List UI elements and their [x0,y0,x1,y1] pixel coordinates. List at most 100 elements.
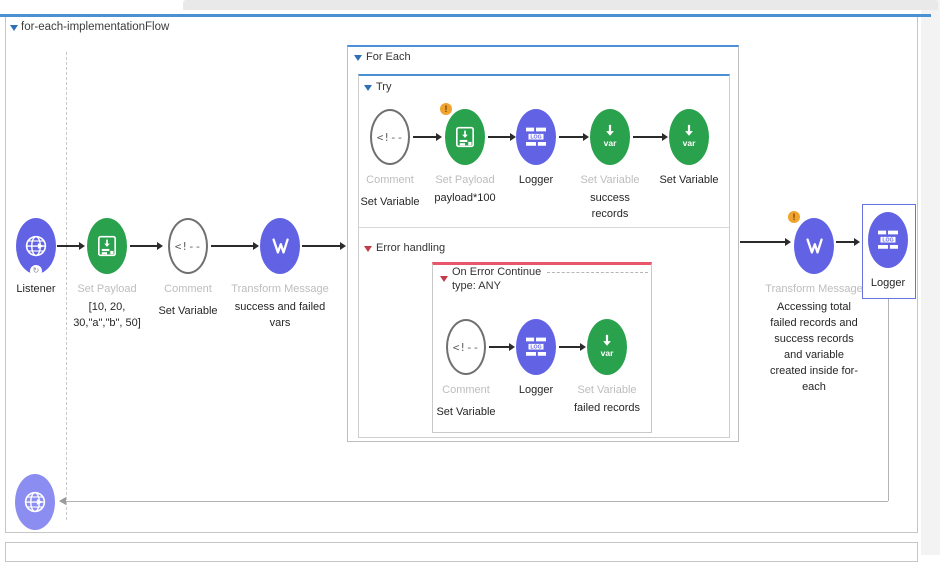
set-variable-icon: var [587,319,627,375]
node-desc-line6: each [802,381,826,393]
flow-arrow [57,242,85,249]
flow-arrow [559,133,589,140]
node-desc-line3: success records [774,333,854,345]
for-each-collapse-icon[interactable] [354,55,362,61]
flow-arrow [130,242,163,249]
response-path-arrowhead-icon [59,497,66,505]
http-listener-icon: ↻ [16,218,56,277]
node-name-line2: records [591,208,629,220]
flow-arrow [836,238,860,245]
node-label: Set Variable [577,384,637,396]
transform-message-node[interactable]: Transform Message success and failed var… [230,218,330,331]
flow-arrow [211,242,259,249]
node-label: Logger [518,384,554,396]
set-variable-icon: var [669,109,709,165]
error-handling-title: Error handling [376,242,446,254]
comment-icon: <!-- [446,319,486,375]
node-label: Logger [870,277,906,289]
listener-response-icon: ↻ [30,265,42,277]
error-comment-node[interactable]: <!-- Comment Set Variable [421,319,511,420]
node-label: Logger [518,174,554,186]
svg-text:var: var [604,138,617,148]
try-set-variable-success-node[interactable]: var Set Variable success records [565,109,655,222]
node-name: Set Variable [158,305,218,317]
node-value-line1: [10, 20, [88,301,126,313]
node-label: Set Variable [580,174,640,186]
output-transform-message-node[interactable]: Transform Message Accessing total failed… [764,218,864,395]
on-error-header-dashes [547,272,648,273]
node-desc-line4: and variable [784,349,844,361]
node-desc-line5: created inside for- [769,365,859,377]
node-label: Comment [164,283,212,295]
logger-icon: LOG [516,319,556,375]
flow-arrow [740,238,791,245]
response-listener-node[interactable] [0,474,80,530]
node-label: Listener [16,283,56,295]
svg-text:LOG: LOG [530,135,541,141]
node-desc-line2: vars [269,317,291,329]
for-each-title: For Each [366,51,411,63]
set-payload-node[interactable]: Set Payload [10, 20, 30,"a","b", 50] [62,218,152,331]
node-name: Set Variable [436,406,496,418]
flow-container-accent [0,14,931,17]
flow-arrow [559,343,586,350]
next-flow-container[interactable] [5,542,918,562]
try-collapse-icon[interactable] [364,85,372,91]
svg-text:var: var [683,138,696,148]
flow-arrow [302,242,346,249]
try-title: Try [376,81,392,93]
try-set-payload-node[interactable]: Set Payload payload*100 [420,109,510,206]
logger-icon: LOG [868,212,908,268]
flow-title[interactable]: for-each-implementationFlow [21,21,170,33]
node-label: Transform Message [231,283,329,295]
warning-badge-icon: ! [440,103,452,115]
try-comment-node[interactable]: <!-- Comment Set Variable [345,109,435,210]
node-label: Set Variable [659,174,719,186]
source-process-divider [66,52,67,520]
try-set-variable-node[interactable]: var Set Variable [644,109,734,188]
top-scrollbar[interactable] [183,0,938,10]
set-payload-icon [445,109,485,165]
try-error-divider [359,227,729,228]
comment-node[interactable]: <!-- Comment Set Variable [143,218,233,319]
try-logger-node[interactable]: LOG Logger [491,109,581,188]
http-listener-response-icon [15,474,55,530]
flow-arrow [488,133,516,140]
node-label: Comment [366,174,414,186]
flow-arrow [413,133,442,140]
node-name-line1: success [590,192,630,204]
output-logger-node[interactable]: LOG Logger [843,212,933,291]
node-desc-line1: Accessing total [777,301,851,313]
comment-icon: <!-- [168,218,208,274]
node-label: Set Payload [435,174,495,186]
transform-message-icon [794,218,834,274]
canvas-right-gutter [921,0,940,555]
transform-message-icon [260,218,300,274]
error-handling-collapse-icon[interactable] [364,246,372,252]
on-error-type: type: ANY [452,280,501,292]
on-error-title: On Error Continue [452,266,542,278]
response-path-vertical [888,297,889,501]
node-value: payload*100 [434,192,496,204]
warning-badge-icon: ! [788,211,800,223]
error-set-variable-node[interactable]: var Set Variable failed records [562,319,652,416]
comment-icon: <!-- [370,109,410,165]
error-logger-node[interactable]: LOG Logger [491,319,581,398]
node-label: Set Payload [77,283,137,295]
node-value-line2: 30,"a","b", 50] [73,317,141,329]
flow-arrow [633,133,668,140]
on-error-collapse-icon[interactable] [440,276,448,282]
node-label: Transform Message [765,283,863,295]
svg-text:LOG: LOG [530,345,541,351]
set-variable-icon: var [590,109,630,165]
svg-text:LOG: LOG [882,238,893,244]
listener-node[interactable]: ↻ Listener [0,218,81,297]
flow-arrow [489,343,515,350]
node-name: failed records [573,402,641,414]
node-desc-line1: success and failed [234,301,326,313]
node-desc-line2: failed records and [770,317,858,329]
node-name: Set Variable [360,196,420,208]
flow-collapse-icon[interactable] [10,25,18,31]
node-label: Comment [442,384,490,396]
svg-text:var: var [601,348,614,358]
